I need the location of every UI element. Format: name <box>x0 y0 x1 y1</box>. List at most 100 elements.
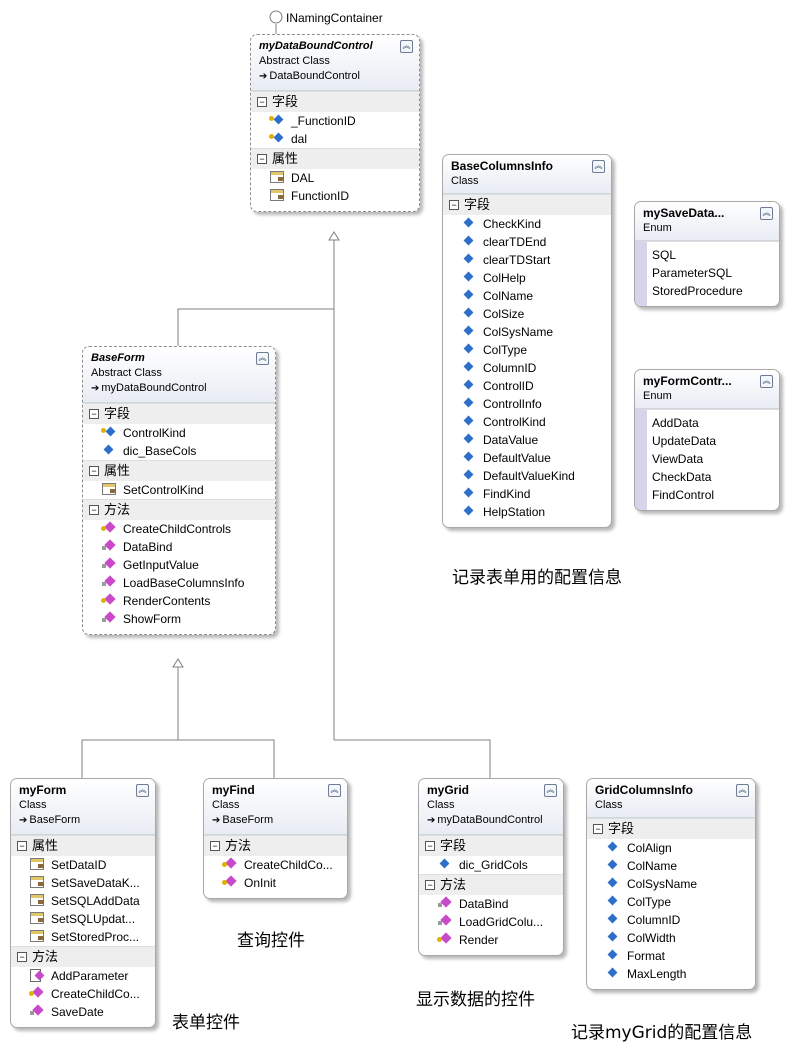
member-row[interactable]: ControlInfo <box>443 395 611 413</box>
member-row[interactable]: DAL <box>251 169 419 187</box>
enum-value[interactable]: StoredProcedure <box>652 284 743 298</box>
collapse-minus-icon[interactable]: − <box>425 841 435 851</box>
member-row[interactable]: CreateChildCo... <box>11 985 155 1003</box>
member-row[interactable]: ColHelp <box>443 269 611 287</box>
member-row[interactable]: SetDataID <box>11 856 155 874</box>
member-row[interactable]: ColSize <box>443 305 611 323</box>
section-header[interactable]: −字段 <box>587 818 755 839</box>
collapse-chevron-icon[interactable]: ︽ <box>760 375 773 388</box>
member-row[interactable]: dic_BaseCols <box>83 442 275 460</box>
member-row[interactable]: Render <box>419 931 563 949</box>
member-row[interactable]: CreateChildCo... <box>204 856 347 874</box>
member-row[interactable]: FindKind <box>443 485 611 503</box>
member-row[interactable]: Format <box>587 947 755 965</box>
section-header[interactable]: −字段 <box>419 835 563 856</box>
collapse-minus-icon[interactable]: − <box>17 841 27 851</box>
member-row[interactable]: ColumnID <box>587 911 755 929</box>
member-row[interactable]: SetSQLUpdat... <box>11 910 155 928</box>
enum-value[interactable]: CheckData <box>652 470 712 484</box>
section-header[interactable]: −属性 <box>251 148 419 169</box>
member-row[interactable]: GetInputValue <box>83 556 275 574</box>
collapse-minus-icon[interactable]: − <box>17 952 27 962</box>
member-row[interactable]: DefaultValue <box>443 449 611 467</box>
enum-value[interactable]: ParameterSQL <box>652 266 733 280</box>
member-row[interactable]: ControlKind <box>443 413 611 431</box>
section-header[interactable]: −属性 <box>83 460 275 481</box>
member-row[interactable]: RenderContents <box>83 592 275 610</box>
enum-value[interactable]: ViewData <box>652 452 704 466</box>
collapse-minus-icon[interactable]: − <box>257 154 267 164</box>
member-row[interactable]: ColumnID <box>443 359 611 377</box>
member-row[interactable]: DefaultValueKind <box>443 467 611 485</box>
member-row[interactable]: HelpStation <box>443 503 611 521</box>
collapse-chevron-icon[interactable]: ︽ <box>592 160 605 173</box>
collapse-minus-icon[interactable]: − <box>89 505 99 515</box>
section-header[interactable]: −方法 <box>11 946 155 967</box>
member-row[interactable]: SetSaveDataK... <box>11 874 155 892</box>
collapse-minus-icon[interactable]: − <box>210 841 220 851</box>
member-row[interactable]: ControlKind <box>83 424 275 442</box>
enum-value[interactable]: AddData <box>652 416 699 430</box>
member-row[interactable]: CreateChildControls <box>83 520 275 538</box>
collapse-chevron-icon[interactable]: ︽ <box>544 784 557 797</box>
member-row[interactable]: ColSysName <box>443 323 611 341</box>
member-row[interactable]: DataBind <box>419 895 563 913</box>
section-header[interactable]: −字段 <box>443 194 611 215</box>
collapse-minus-icon[interactable]: − <box>449 200 459 210</box>
section-header[interactable]: −属性 <box>11 835 155 856</box>
member-row[interactable]: ColType <box>443 341 611 359</box>
section-header[interactable]: −方法 <box>83 499 275 520</box>
member-row[interactable]: ColType <box>587 893 755 911</box>
member-row[interactable]: FunctionID <box>251 187 419 205</box>
member-row[interactable]: DataValue <box>443 431 611 449</box>
section-header[interactable]: −字段 <box>251 91 419 112</box>
member-row[interactable]: ColSysName <box>587 875 755 893</box>
member-row[interactable]: dal <box>251 130 419 148</box>
member-row[interactable]: AddParameter <box>11 967 155 985</box>
section-header[interactable]: −方法 <box>419 874 563 895</box>
member-row[interactable]: clearTDStart <box>443 251 611 269</box>
member-row[interactable]: SetStoredProc... <box>11 928 155 946</box>
collapse-minus-icon[interactable]: − <box>257 97 267 107</box>
section-header[interactable]: −字段 <box>83 403 275 424</box>
member-row[interactable]: CheckKind <box>443 215 611 233</box>
member-row[interactable]: LoadBaseColumnsInfo <box>83 574 275 592</box>
member-row[interactable]: ColAlign <box>587 839 755 857</box>
member-row[interactable]: LoadGridColu... <box>419 913 563 931</box>
collapse-chevron-icon[interactable]: ︽ <box>736 784 749 797</box>
collapse-minus-icon[interactable]: − <box>593 824 603 834</box>
member-row[interactable]: ShowForm <box>83 610 275 628</box>
collapse-chevron-icon[interactable]: ︽ <box>136 784 149 797</box>
member-row[interactable]: dic_GridCols <box>419 856 563 874</box>
member-row[interactable]: ControlID <box>443 377 611 395</box>
enum-value[interactable]: SQL <box>652 248 677 262</box>
member-row[interactable]: _FunctionID <box>251 112 419 130</box>
member-row[interactable]: ColName <box>587 857 755 875</box>
member-row[interactable]: ColName <box>443 287 611 305</box>
section-header[interactable]: −方法 <box>204 835 347 856</box>
member-row[interactable]: clearTDEnd <box>443 233 611 251</box>
collapse-chevron-icon[interactable]: ︽ <box>256 352 269 365</box>
collapse-minus-icon[interactable]: − <box>89 409 99 419</box>
collapse-chevron-icon[interactable]: ︽ <box>760 207 773 220</box>
collapse-minus-icon[interactable]: − <box>89 466 99 476</box>
member-row[interactable]: MaxLength <box>587 965 755 983</box>
collapse-chevron-icon[interactable]: ︽ <box>328 784 341 797</box>
enum-value[interactable]: UpdateData <box>652 434 717 448</box>
member-row[interactable]: SetSQLAddData <box>11 892 155 910</box>
collapse-chevron-icon[interactable]: ︽ <box>400 40 413 53</box>
member-row[interactable]: SetControlKind <box>83 481 275 499</box>
enum-value[interactable]: FindControl <box>652 488 715 502</box>
member-row[interactable]: ColWidth <box>587 929 755 947</box>
collapse-minus-icon[interactable]: − <box>425 880 435 890</box>
member-row[interactable]: OnInit <box>204 874 347 892</box>
member-row[interactable]: DataBind <box>83 538 275 556</box>
